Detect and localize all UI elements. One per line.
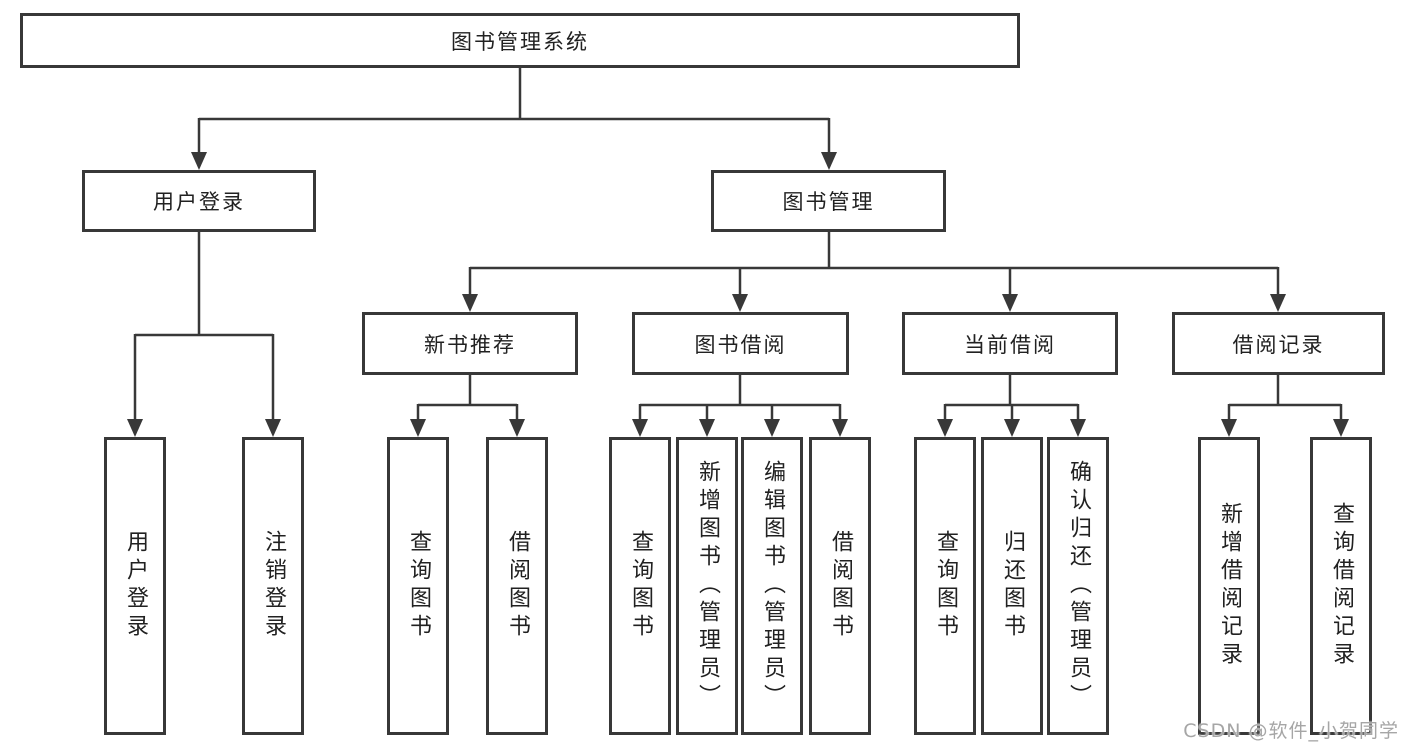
node-leaf-logout: 注销登录 [242, 437, 304, 735]
connector-arrowheads [127, 152, 1349, 437]
node-book-management: 图书管理 [711, 170, 946, 232]
node-leaf-borrow-books-1: 借阅图书 [486, 437, 548, 735]
node-leaf-return-books: 归还图书 [981, 437, 1043, 735]
node-leaf-edit-books-admin: 编辑图书（管理员） [741, 437, 803, 735]
node-leaf-query-borrow-record: 查询借阅记录 [1310, 437, 1372, 735]
node-borrowing-records: 借阅记录 [1172, 312, 1385, 375]
node-leaf-add-borrow-record: 新增借阅记录 [1198, 437, 1260, 735]
csdn-watermark: CSDN @软件_小贺同学 [1183, 720, 1399, 742]
node-leaf-query-books-1: 查询图书 [387, 437, 449, 735]
node-leaf-user-login: 用户登录 [104, 437, 166, 735]
node-current-borrowing: 当前借阅 [902, 312, 1118, 375]
node-leaf-query-books-3: 查询图书 [914, 437, 976, 735]
node-root-book-management-system: 图书管理系统 [20, 13, 1020, 68]
node-leaf-query-books-2: 查询图书 [609, 437, 671, 735]
node-leaf-confirm-return-admin: 确认归还（管理员） [1047, 437, 1109, 735]
node-book-borrowing: 图书借阅 [632, 312, 849, 375]
node-leaf-borrow-books-2: 借阅图书 [809, 437, 871, 735]
node-user-login: 用户登录 [82, 170, 316, 232]
node-leaf-add-books-admin: 新增图书（管理员） [676, 437, 738, 735]
node-new-book-recommend: 新书推荐 [362, 312, 578, 375]
